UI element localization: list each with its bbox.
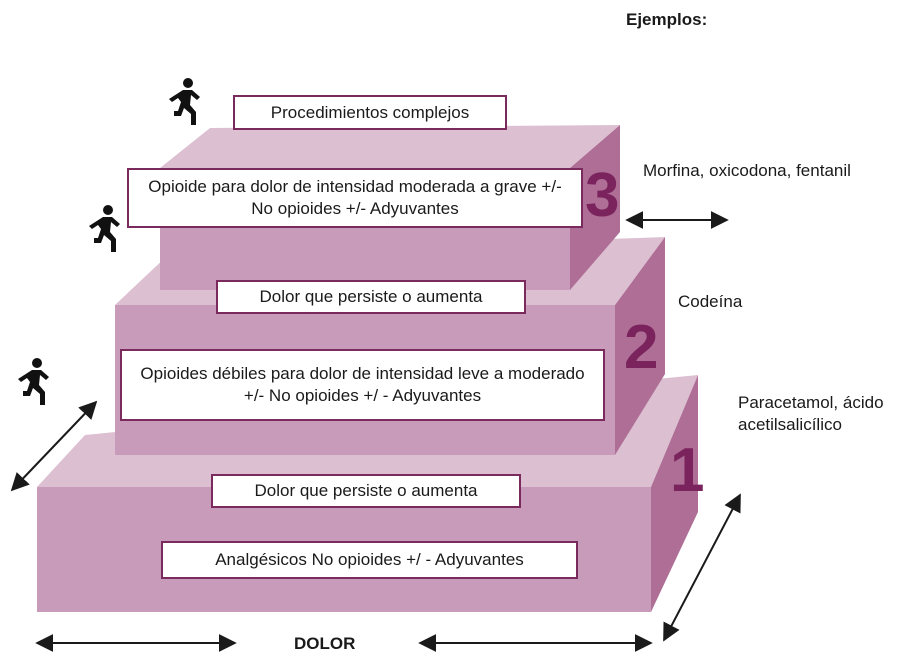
- double-arrow-icon: [663, 493, 741, 642]
- step-2-transition-box: Dolor que persiste o aumenta: [216, 280, 526, 314]
- step-2-side-face: [615, 237, 665, 455]
- step-3-treatment-box: Opioide para dolor de intensidad moderad…: [127, 168, 583, 228]
- examples-heading: Ejemplos:: [626, 10, 708, 29]
- climbing-person-icon: [169, 78, 200, 125]
- step-2-example: Codeína: [678, 292, 743, 311]
- double-arrow-icon: [10, 400, 98, 492]
- step-1-treatment-box: Analgésicos No opioides +/ - Adyuvantes: [161, 541, 578, 579]
- step-3-example: Morfina, oxicodona, fentanil: [643, 161, 851, 180]
- climbing-person-icon: [18, 358, 49, 405]
- step-1-example: Paracetamol, ácido acetilsalicílico: [738, 393, 884, 434]
- pain-axis-label: DOLOR: [294, 634, 356, 653]
- step-2-number: 2: [624, 313, 659, 382]
- step-3-top-face: [160, 125, 620, 168]
- step-3-transition-box: Procedimientos complejos: [233, 95, 507, 130]
- climbing-person-icon: [89, 205, 120, 252]
- step-2-treatment-box: Opioides débiles para dolor de intensida…: [120, 349, 605, 421]
- step-1-transition-box: Dolor que persiste o aumenta: [211, 474, 521, 508]
- step-1-number: 1: [670, 436, 705, 505]
- step-3-side-face: [570, 125, 620, 290]
- step-3-number: 3: [585, 161, 620, 230]
